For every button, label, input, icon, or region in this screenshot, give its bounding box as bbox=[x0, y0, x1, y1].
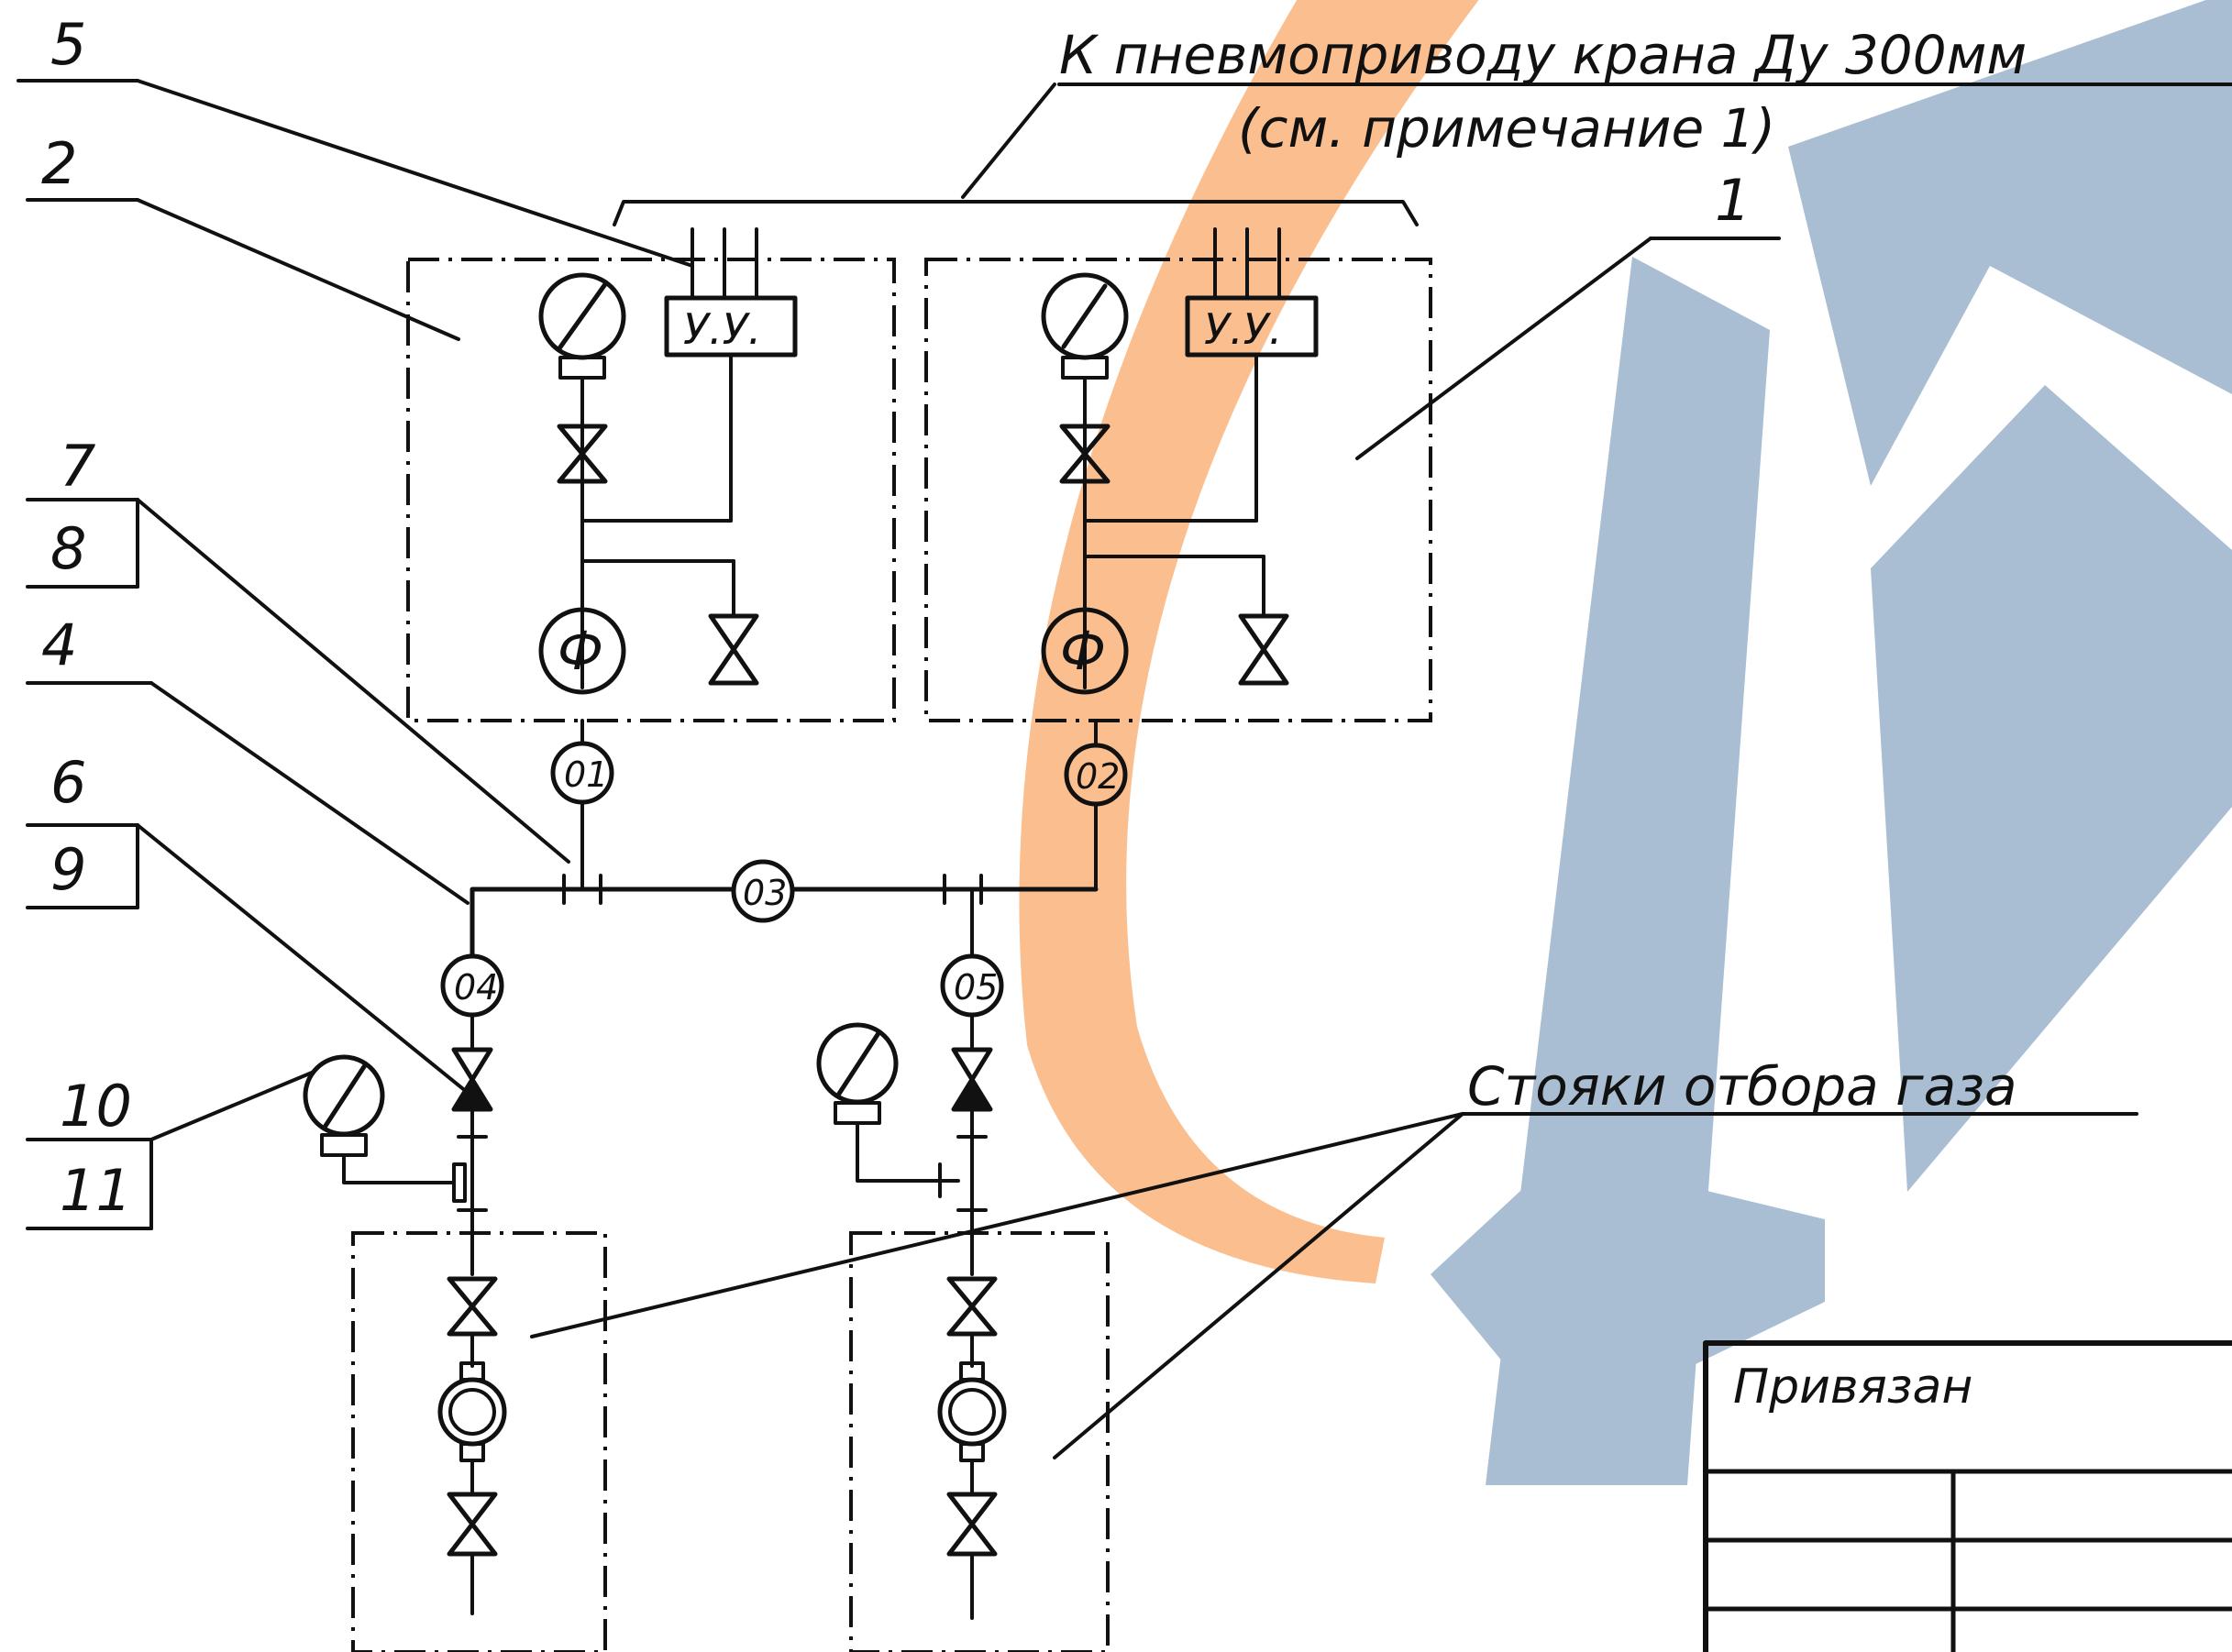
unit-box-left: У.У. Ф bbox=[406, 227, 896, 722]
callout-8: 8 bbox=[50, 515, 86, 582]
header-line-2: (см. примечание 1) bbox=[1238, 97, 1775, 160]
stand-label: Стояки отбора газа bbox=[1467, 1055, 2017, 1118]
stand-box-left bbox=[351, 1231, 607, 1652]
header-label: К пневмоприводу крана Ду 300мм (см. прим… bbox=[613, 24, 2232, 226]
tag-05: 05 bbox=[954, 967, 998, 1008]
callout-2: 2 bbox=[41, 130, 77, 197]
tag-01: 01 bbox=[564, 754, 608, 795]
filter-symbol-right: Ф bbox=[1060, 620, 1106, 682]
callout-6: 6 bbox=[50, 749, 86, 816]
piping: 01 02 03 04 05 bbox=[303, 719, 1128, 1276]
stand-label-group: Стояки отбора газа bbox=[530, 1055, 2138, 1459]
stamp-table: Привязан bbox=[1703, 1340, 2232, 1652]
stand-box-right bbox=[849, 1231, 1110, 1652]
callout-4: 4 bbox=[41, 611, 77, 678]
callout-1: 1 bbox=[1715, 167, 1751, 234]
callouts: 5 2 1 7 8 4 6 9 10 11 bbox=[17, 11, 1781, 1230]
watermark-logo bbox=[1019, 0, 2232, 1485]
callout-10: 10 bbox=[60, 1073, 132, 1140]
tag-02: 02 bbox=[1076, 756, 1120, 797]
callout-7: 7 bbox=[60, 433, 95, 500]
unit-label-left: У.У. bbox=[683, 304, 761, 354]
header-line-1: К пневмоприводу крана Ду 300мм bbox=[1059, 24, 2027, 86]
stamp-title: Привязан bbox=[1733, 1360, 1972, 1415]
tag-04: 04 bbox=[454, 967, 498, 1008]
tag-03: 03 bbox=[743, 873, 787, 913]
callout-9: 9 bbox=[50, 836, 86, 903]
filter-symbol-left: Ф bbox=[558, 620, 603, 682]
unit-box-right: У.У. Ф bbox=[924, 227, 1432, 722]
unit-label-right: У.У. bbox=[1204, 304, 1282, 354]
callout-11: 11 bbox=[60, 1157, 132, 1224]
callout-5: 5 bbox=[50, 11, 86, 78]
